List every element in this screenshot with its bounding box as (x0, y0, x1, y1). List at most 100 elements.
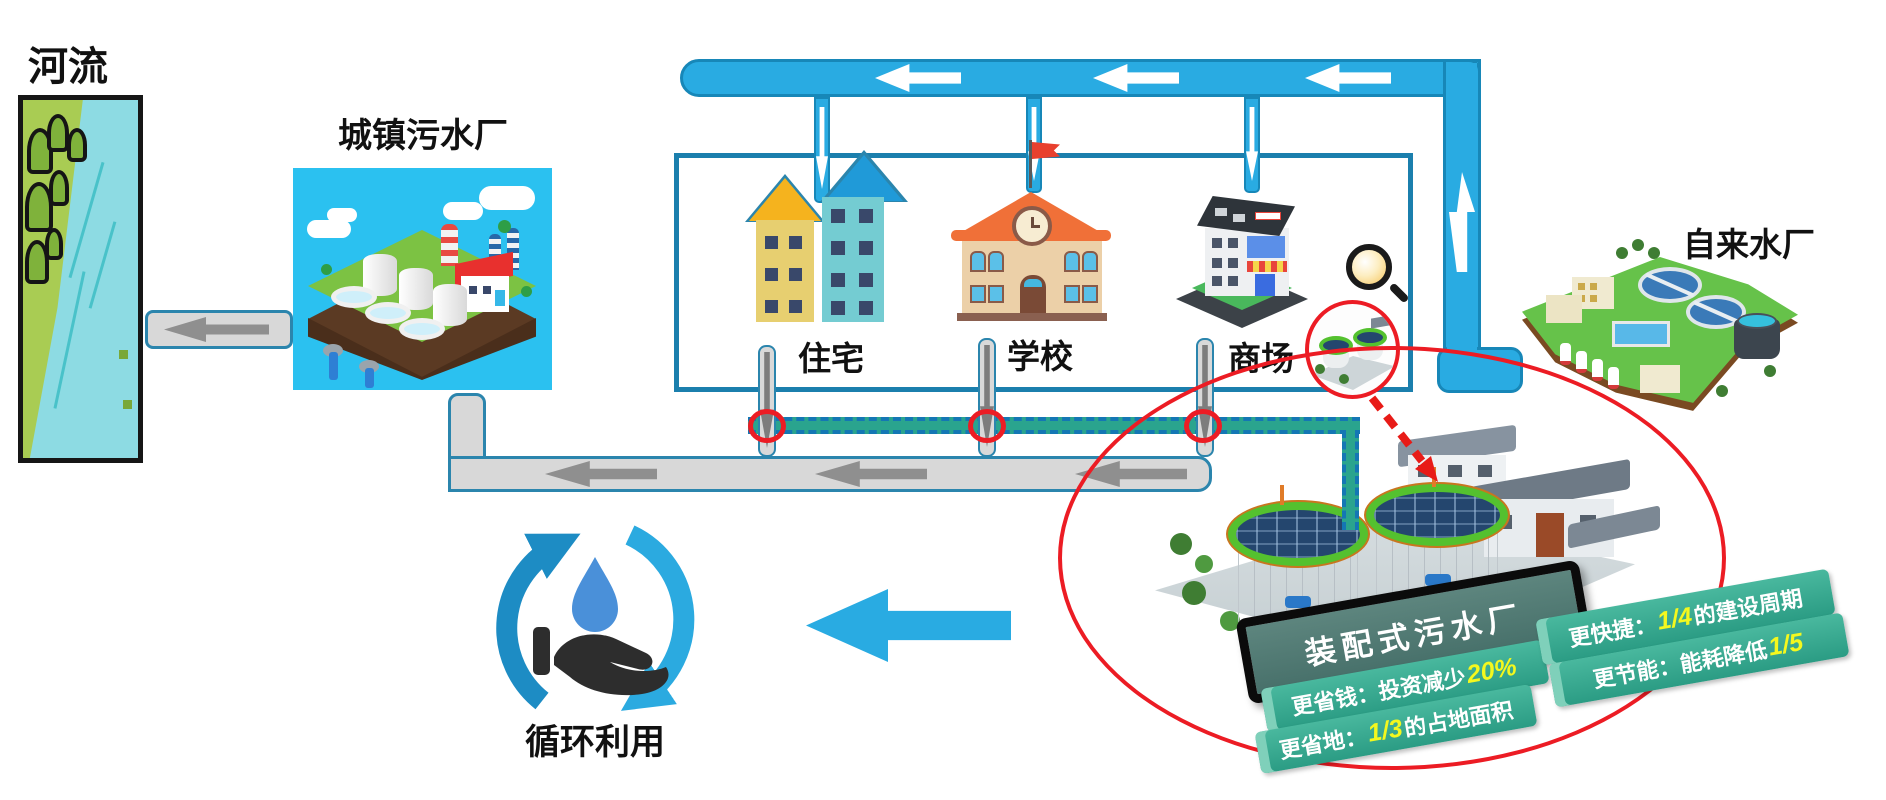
clock-icon (1012, 206, 1052, 246)
waterworks-label: 自来水厂 (1683, 228, 1815, 264)
window (1212, 276, 1222, 286)
cloud-icon (479, 186, 535, 210)
plant-building (1546, 295, 1582, 323)
outfall-water (365, 368, 374, 388)
tree-icon (45, 228, 63, 260)
school-building (962, 241, 1102, 315)
flow-left-arrow-icon (164, 317, 269, 342)
window (495, 290, 505, 306)
tree-icon (67, 128, 87, 162)
flag-icon (1032, 142, 1060, 159)
window (831, 273, 845, 287)
window (789, 236, 802, 249)
window (1228, 276, 1238, 286)
tree-icon (1716, 385, 1728, 397)
mall-door (1255, 274, 1275, 296)
window (988, 285, 1004, 303)
window (1082, 251, 1098, 272)
pipe-seam-patch (452, 459, 483, 489)
window (1212, 258, 1222, 268)
window (831, 241, 845, 255)
sewer-downpipe (448, 393, 486, 463)
glass-facade (1247, 236, 1285, 258)
clarifier (1638, 267, 1702, 303)
window (1212, 238, 1222, 248)
arrow-head (1415, 456, 1438, 482)
window (831, 209, 845, 223)
window (859, 209, 873, 223)
pipe-seam-patch (1447, 344, 1477, 354)
residential-tower-cyan (822, 197, 884, 322)
window (1590, 295, 1597, 302)
cloud-icon (307, 220, 351, 238)
smoke-icon (443, 202, 483, 220)
clarifier-pool (399, 318, 445, 340)
treatment-pool (1612, 321, 1670, 347)
badge-value: 1/5 (1766, 627, 1806, 662)
window (831, 301, 845, 315)
pebble (123, 400, 132, 409)
tree-icon (47, 114, 69, 152)
tree-icon (1616, 247, 1628, 259)
window (988, 251, 1004, 272)
tree-icon (498, 220, 511, 233)
window (859, 301, 873, 315)
junction-ring (748, 409, 786, 443)
chimney-red (441, 224, 458, 266)
tree-icon (49, 170, 69, 206)
pebble (119, 350, 128, 359)
magnifier-icon (1346, 244, 1392, 290)
flow-down-arrow-icon (1246, 107, 1258, 181)
outfall-pipe (323, 344, 343, 357)
window (789, 268, 802, 281)
window (970, 285, 986, 303)
tree-icon (1764, 365, 1776, 377)
mall-building (1205, 228, 1289, 296)
dashed-line (1368, 395, 1426, 464)
window (469, 286, 477, 294)
window (1082, 285, 1098, 303)
roof-sign (1255, 212, 1281, 220)
tree-icon (321, 264, 332, 275)
badge-value: 1/3 (1365, 713, 1405, 748)
school-base (957, 313, 1107, 321)
window (483, 286, 491, 294)
dosing-tower (1560, 343, 1571, 365)
factory-house (461, 276, 509, 312)
window (859, 273, 873, 287)
tree-icon (1648, 247, 1660, 259)
storage-tank (1734, 313, 1780, 359)
window (765, 236, 778, 249)
dosing-tower (1592, 359, 1603, 381)
outfall-water (329, 352, 338, 380)
window (859, 241, 873, 255)
tank (433, 284, 467, 326)
badge-value: 20% (1464, 652, 1519, 689)
window (1064, 251, 1080, 272)
tree-icon (25, 182, 53, 232)
supply-drop-pipe (814, 97, 830, 203)
hand-icon (554, 634, 669, 696)
plant-building (1640, 365, 1680, 393)
water-drop-icon (572, 557, 618, 632)
recycle-label: 循环利用 (525, 723, 666, 762)
recycle-arc-left (496, 533, 581, 710)
tree-icon (521, 286, 532, 297)
door-transom (1024, 279, 1042, 287)
sewage-plant-label: 城镇污水厂 (338, 118, 508, 155)
clock-hand (1031, 225, 1040, 228)
window (1064, 285, 1080, 303)
discharge-pipe (145, 310, 293, 349)
supply-drop-pipe (1244, 97, 1260, 193)
window (1578, 283, 1585, 290)
roof-unit (1233, 214, 1245, 222)
flow-down-arrow-icon (816, 107, 828, 189)
clock-hand (1031, 217, 1034, 228)
callout-dashed-arrow-icon (1368, 395, 1438, 482)
hand-cuff (533, 627, 550, 675)
cloud-icon (327, 208, 357, 222)
tank-water-top (1737, 313, 1777, 329)
window (1590, 283, 1597, 290)
dosing-tower (1608, 367, 1619, 389)
